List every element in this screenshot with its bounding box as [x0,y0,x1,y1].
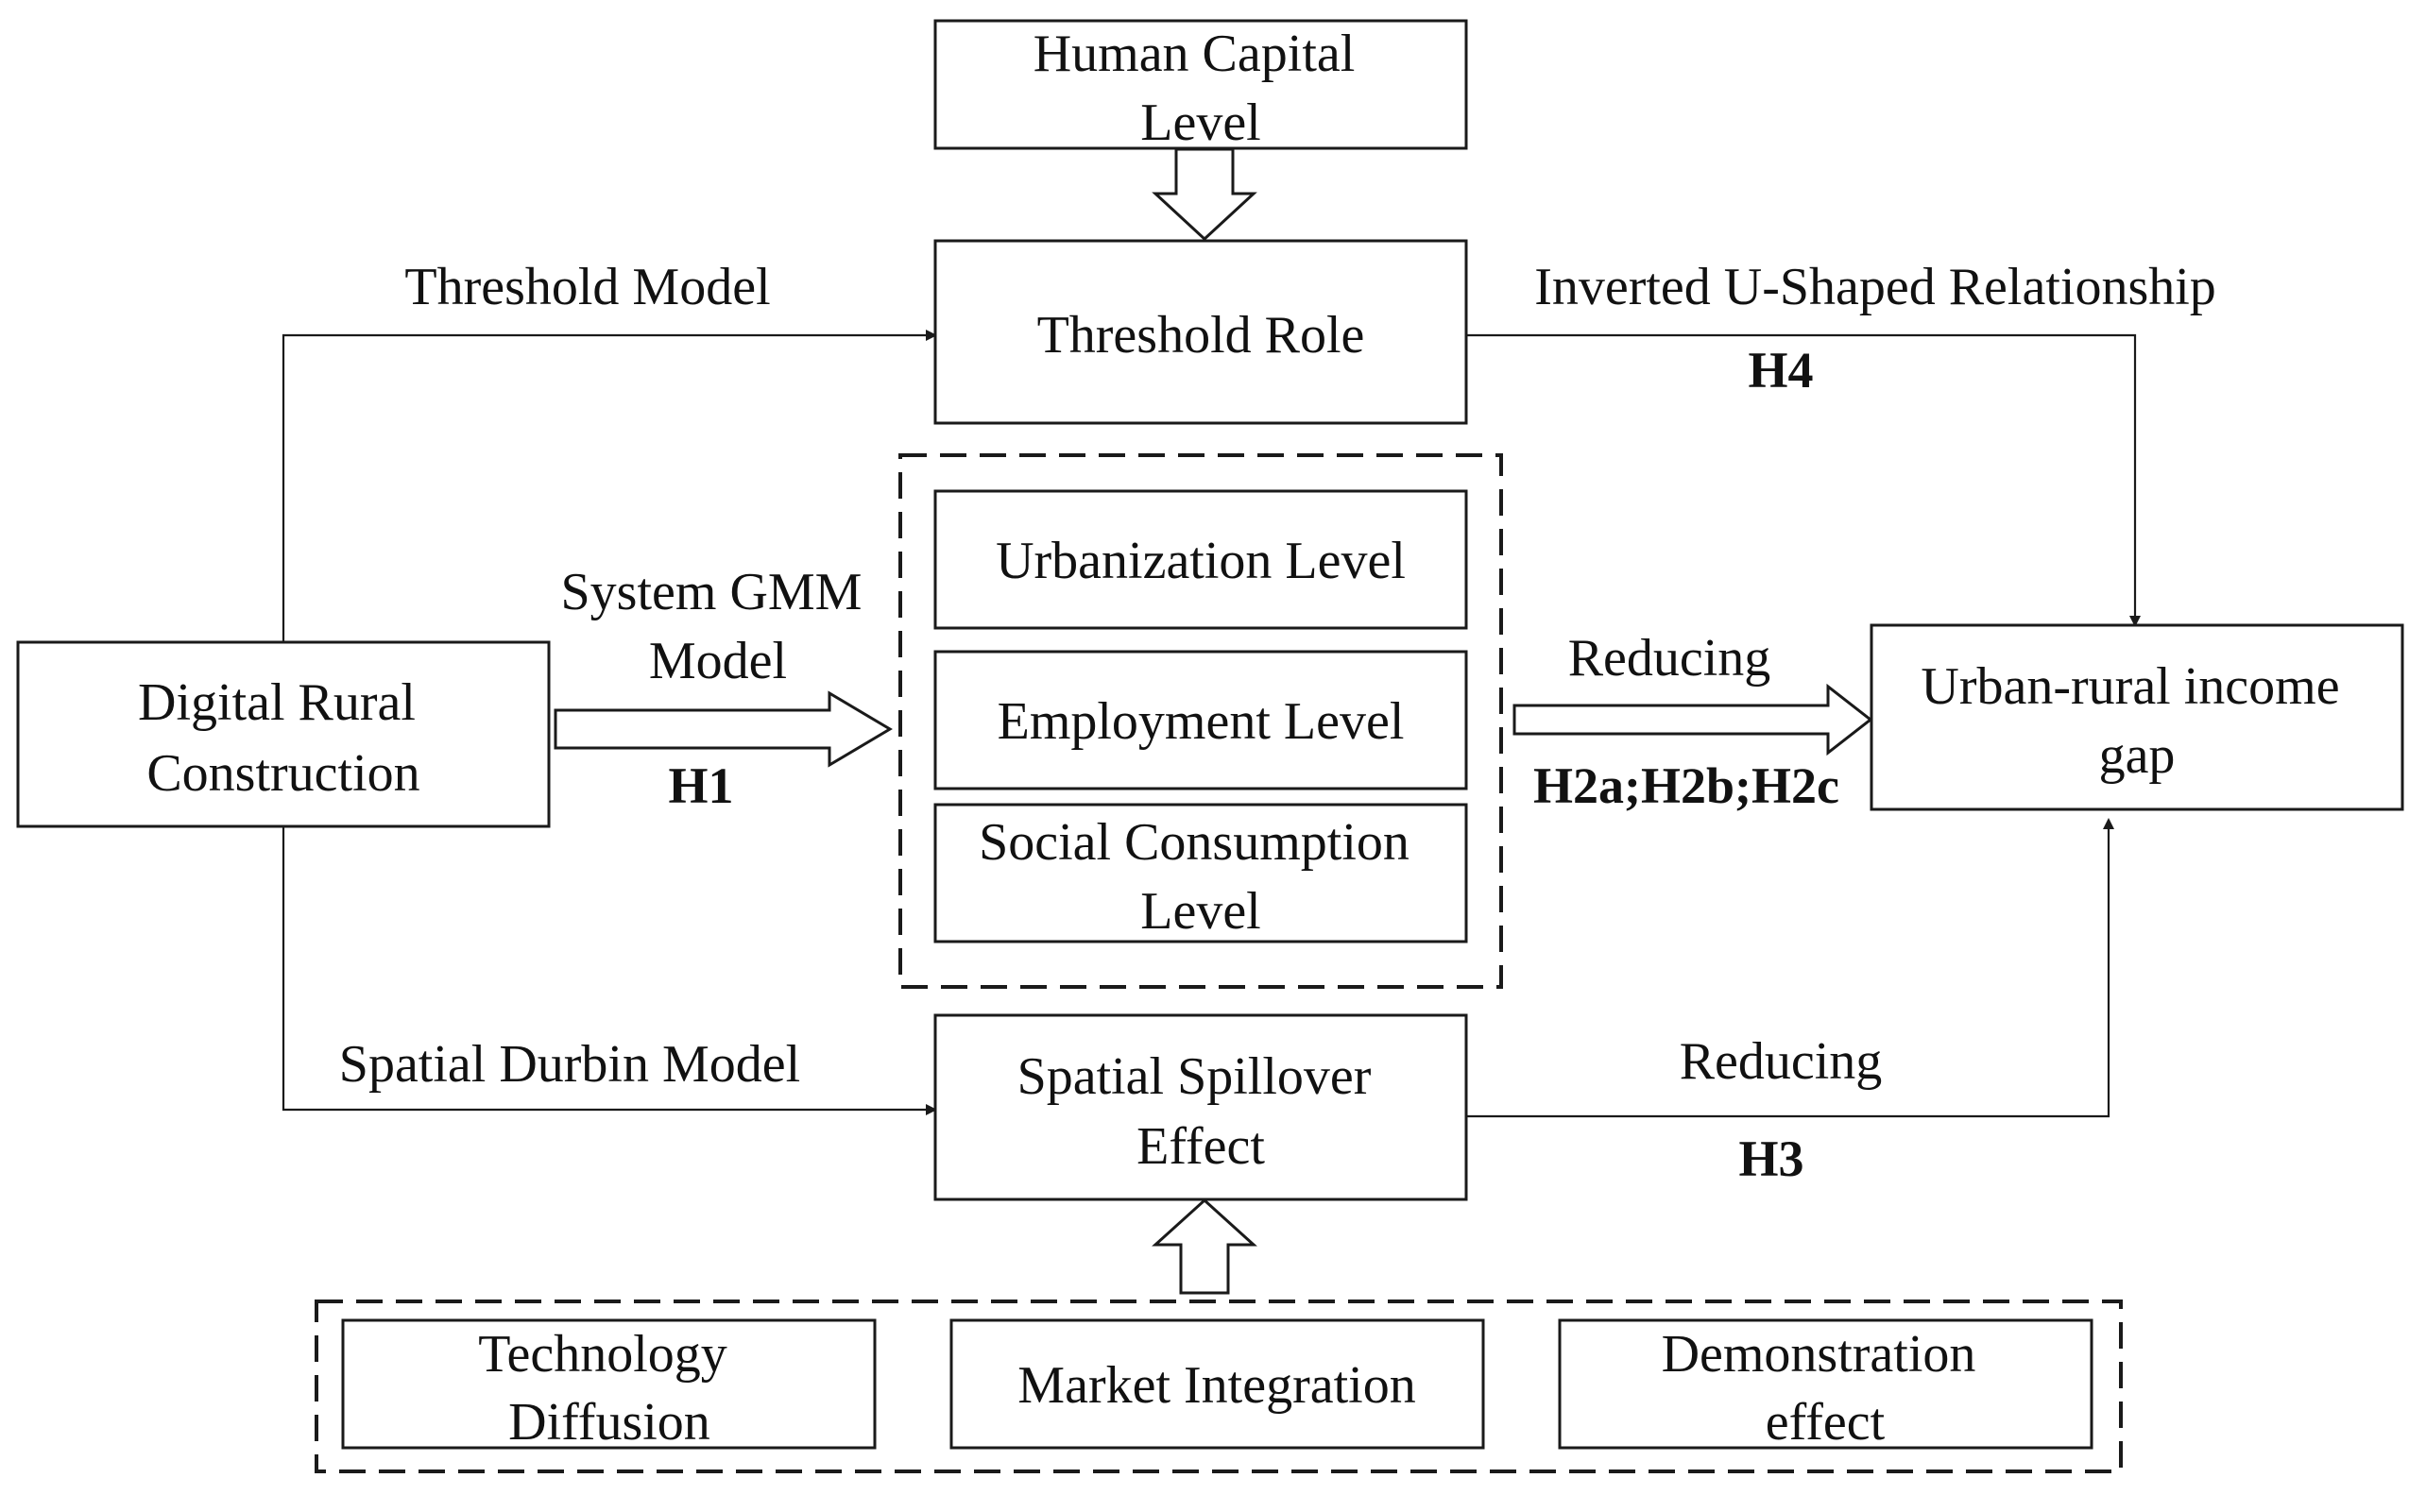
hollow-arrow-right-h1-icon [554,690,893,768]
employment-box [933,650,1468,790]
spillover-mechanism-group-frame [315,1300,2123,1473]
hypothesis-h3-label: H3 [1738,1130,1803,1187]
hypothesis-h4-label: H4 [1748,342,1813,399]
social-consumption-box [933,803,1468,943]
demonstration-effect-label: Demonstration effect [1662,1325,1990,1452]
spatial-durbin-path [282,826,937,1115]
reducing-mid-label: Reducing [1568,629,1771,688]
urbanization-box [933,489,1468,630]
spillover-to-gap-path [1466,818,2114,1118]
digital-rural-label: Digital Rural Construction [138,673,429,803]
urbanization-label: Urbanization Level [996,532,1406,590]
hypothesis-h2-label: H2a;H2b;H2c [1533,757,1839,814]
spatial-spillover-box [933,1013,1468,1201]
digital-rural-box [16,640,551,828]
income-gap-label: Urban-rural income gap [1921,657,2352,785]
hollow-arrow-up-icon [1152,1198,1257,1295]
spatial-durbin-label: Spatial Durbin Model [339,1035,800,1094]
mediator-group-frame [898,453,1503,989]
technology-diffusion-box [341,1318,877,1450]
threshold-model-path [282,330,937,642]
hypothesis-h1-label: H1 [668,757,733,814]
social-consumption-label: Social Consumption Level [979,813,1423,941]
employment-label: Employment Level [998,692,1405,751]
system-gmm-label: System GMM Model [561,563,876,690]
income-gap-box [1870,623,2404,811]
threshold-model-label: Threshold Model [404,258,770,316]
hollow-arrow-right-h2-icon [1512,683,1873,756]
reducing-bottom-label: Reducing [1680,1032,1883,1091]
market-integration-box [949,1318,1485,1450]
demonstration-effect-box [1558,1318,2093,1450]
spatial-spillover-label: Spatial Spillover Effect [1017,1047,1385,1176]
threshold-role-label: Threshold Role [1037,306,1365,365]
human-capital-box [933,19,1468,150]
threshold-to-gap-path [1466,333,2141,627]
technology-diffusion-label: Technology Diffusion [478,1325,741,1452]
hollow-arrow-down-icon [1152,147,1257,242]
threshold-role-box [933,239,1468,425]
market-integration-label: Market Integration [1017,1356,1415,1415]
inverted-u-label: Inverted U-Shaped Relationship [1534,258,2216,316]
human-capital-label: Human Capital Level [1034,25,1369,152]
